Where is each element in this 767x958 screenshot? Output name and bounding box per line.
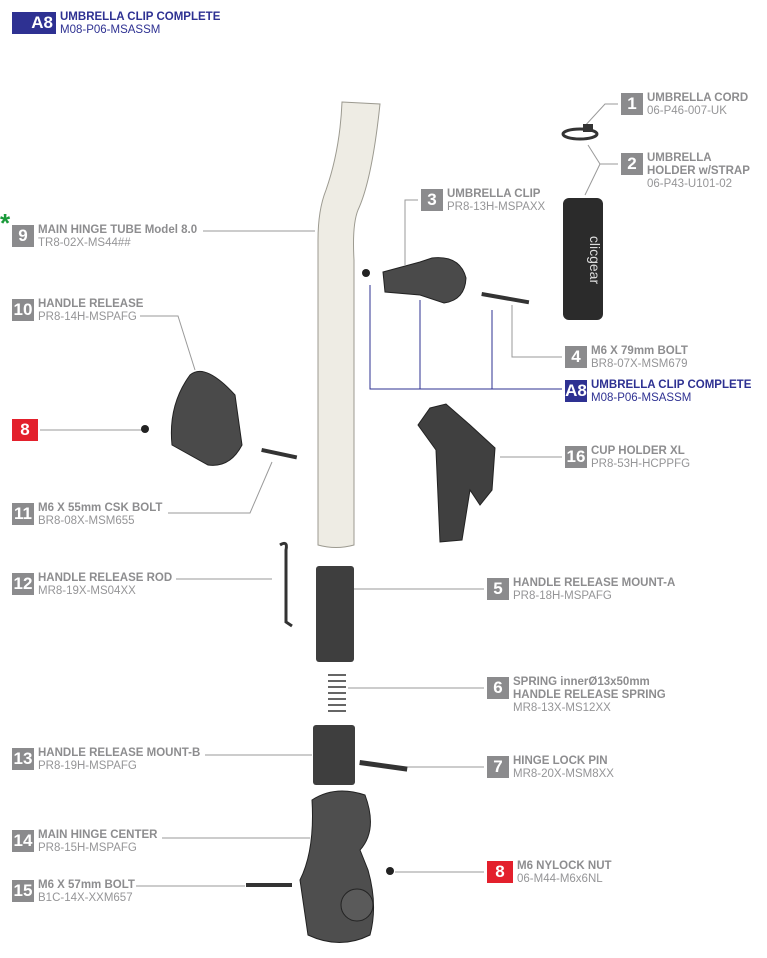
part-code: TR8-02X-MS44##	[38, 237, 131, 249]
part-number-badge: 14	[12, 830, 34, 852]
part-code: PR8-13H-MSPAXX	[447, 201, 546, 213]
part-number-badge: 10	[12, 299, 34, 321]
part-number-badge: 6	[487, 677, 509, 699]
part-code: PR8-19H-MSPAFG	[38, 760, 137, 772]
umbrella-cord	[561, 127, 599, 141]
part-number-badge: 12	[12, 573, 34, 595]
handle-release	[170, 370, 243, 466]
part-name: HANDLE RELEASE SPRING	[513, 689, 666, 701]
asterisk-marker: *	[0, 208, 11, 238]
m6-79-bolt	[481, 291, 530, 305]
csk-bolt	[261, 448, 298, 460]
header-label: A8 UMBRELLA CLIP COMPLETE M08-P06-MSASSM	[12, 11, 221, 37]
part-number-badge: 15	[12, 880, 34, 902]
part-label-8: 8	[12, 419, 42, 441]
part-code: PR8-53H-HCPPFG	[591, 458, 691, 470]
part-code: 06-P43-U101-02	[647, 178, 733, 190]
part-code: PR8-15H-MSPAFG	[38, 842, 137, 854]
part-name: MAIN HINGE TUBE Model 8.0	[38, 224, 198, 236]
leader-lines	[40, 103, 618, 887]
part-name: MAIN HINGE CENTER	[38, 829, 158, 841]
handle-release-mount-b	[313, 725, 355, 785]
part-code: BR8-07X-MSM679	[591, 358, 688, 370]
handle-release-mount-a	[316, 566, 354, 662]
part-code: PR8-14H-MSPAFG	[38, 311, 137, 323]
part-name: M6 NYLOCK NUT	[517, 860, 612, 872]
spring	[328, 674, 346, 712]
part-name: UMBRELLA	[647, 152, 712, 164]
part-code: MR8-20X-MSM8XX	[513, 768, 614, 780]
part-name: UMBRELLA CLIP	[447, 188, 541, 200]
part-number-badge: 16	[565, 446, 587, 468]
part-name: UMBRELLA CORD	[647, 92, 749, 104]
part-code: B1C-14X-XXM657	[38, 892, 133, 904]
assembly-leader	[369, 285, 562, 390]
part-name: M6 X 55mm CSK BOLT	[38, 502, 163, 514]
umbrella-clip	[382, 257, 467, 304]
part-name: HANDLE RELEASE	[38, 298, 144, 310]
part-number-badge: 8	[487, 861, 513, 883]
part-name: HANDLE RELEASE ROD	[38, 572, 173, 584]
part-name: HANDLE RELEASE MOUNT-B	[38, 747, 201, 759]
part-code: BR8-08X-MSM655	[38, 515, 135, 527]
part-name: HOLDER w/STRAP	[647, 165, 750, 177]
part-number-badge: 7	[487, 756, 509, 778]
part-number-badge: 3	[421, 189, 443, 211]
part-code: MR8-13X-MS12XX	[513, 702, 611, 714]
umbrella-holder	[563, 198, 603, 320]
header-name: UMBRELLA CLIP COMPLETE	[60, 11, 221, 23]
header-badge: A8	[12, 12, 56, 34]
part-name: SPRING innerØ13x50mm	[513, 676, 650, 688]
m6-57-bolt	[246, 883, 292, 887]
part-code: MR8-19X-MS04XX	[38, 585, 136, 597]
part-number-badge: 13	[12, 748, 34, 770]
part-code: 06-M44-M6x6NL	[517, 873, 603, 885]
part-name: M6 X 57mm BOLT	[38, 879, 135, 891]
holder-logo: clicgear	[587, 236, 603, 285]
part-code: M08-P06-MSASSM	[591, 392, 692, 404]
part-number-badge: 2	[621, 153, 643, 175]
header-code: M08-P06-MSASSM	[60, 24, 161, 36]
part-name: CUP HOLDER XL	[591, 445, 685, 457]
part-number-badge: A8	[565, 380, 587, 402]
cup-holder	[417, 403, 496, 543]
main-hinge-tube	[317, 101, 381, 548]
part-name: M6 X 79mm BOLT	[591, 345, 688, 357]
part-number-badge: 9	[12, 225, 34, 247]
part-number-badge: 11	[12, 503, 34, 525]
part-code: PR8-18H-MSPAFG	[513, 590, 612, 602]
part-number-badge: 4	[565, 346, 587, 368]
handle-release-rod	[279, 541, 293, 628]
part-number-badge: 5	[487, 578, 509, 600]
part-number-badge: 8	[12, 419, 38, 441]
hinge-lock-pin	[359, 759, 408, 772]
part-code: 06-P46-007-UK	[647, 105, 727, 117]
part-name: HINGE LOCK PIN	[513, 755, 608, 767]
part-number-badge: 1	[621, 93, 643, 115]
part-name: UMBRELLA CLIP COMPLETE	[591, 379, 752, 391]
part-name: HANDLE RELEASE MOUNT-A	[513, 577, 676, 589]
